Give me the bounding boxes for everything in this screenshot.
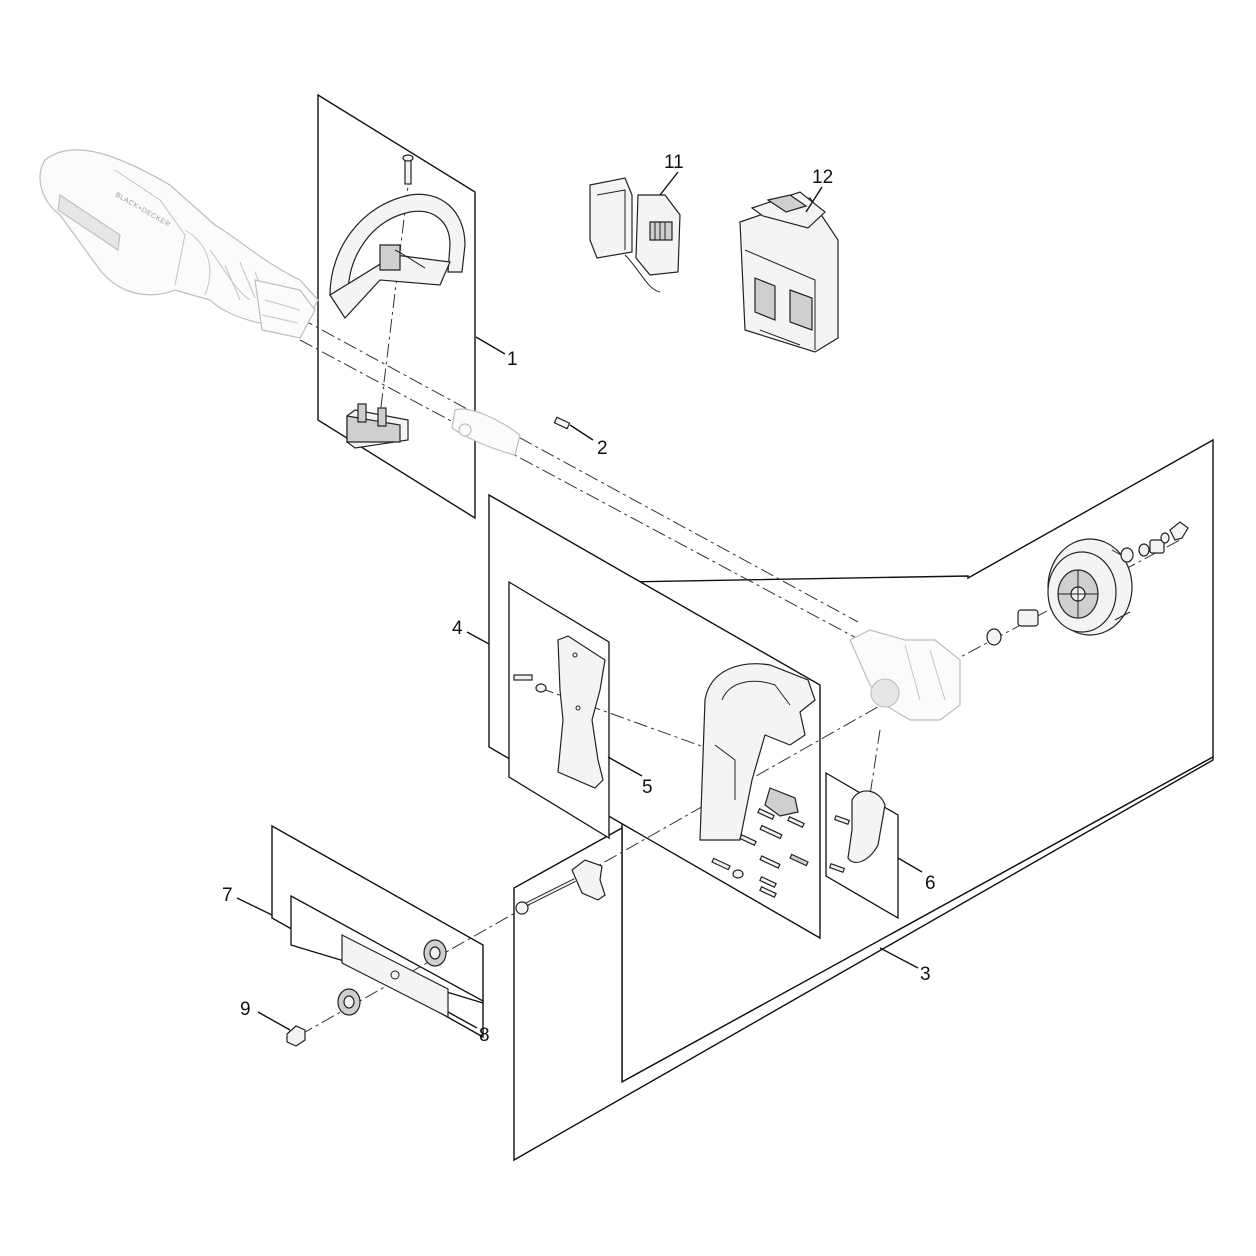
handle-clamp	[346, 403, 409, 449]
guard-screws	[711, 808, 809, 898]
leader-12	[805, 186, 823, 213]
leader-4	[466, 631, 490, 645]
charger	[589, 177, 681, 293]
axis-shaft-2	[299, 317, 859, 623]
handle-screw	[404, 157, 412, 185]
assist-handle	[329, 154, 466, 319]
callout-9: 9	[240, 999, 251, 1020]
axis-shaft-1	[299, 339, 861, 641]
long-bolt	[515, 878, 576, 915]
wheel-hardware	[986, 521, 1189, 646]
screw-2	[553, 416, 571, 430]
callout-2: 2	[597, 438, 608, 459]
callout-11: 11	[664, 152, 684, 173]
leader-8	[447, 1011, 478, 1029]
leader-7	[236, 897, 273, 916]
callout-8: 8	[479, 1025, 490, 1046]
guard-housing	[699, 663, 816, 841]
spacer-washers	[337, 939, 447, 1016]
callout-12: 12	[812, 167, 833, 188]
power-head: BLACK+DECKER	[39, 149, 319, 339]
battery	[739, 191, 839, 353]
callout-5: 5	[642, 777, 653, 798]
blade	[341, 934, 449, 1018]
callout-3: 3	[920, 964, 931, 985]
edger-wheel	[1047, 538, 1133, 636]
callout-7: 7	[222, 885, 233, 906]
leader-9	[257, 1011, 291, 1031]
leader-5	[607, 756, 643, 777]
leader-11	[659, 171, 679, 196]
leader-1	[475, 336, 506, 355]
blade-nut	[286, 1025, 306, 1047]
leader-2	[569, 424, 594, 441]
callout-6: 6	[925, 873, 936, 894]
panel-8	[290, 894, 484, 1004]
shaft-coupler	[451, 408, 521, 456]
lower-cover	[828, 790, 886, 874]
callout-1: 1	[507, 349, 518, 370]
callout-4: 4	[452, 618, 463, 639]
leader-3	[879, 947, 919, 969]
leader-6	[897, 857, 923, 873]
axis-handle	[379, 169, 411, 416]
blade-bracket	[571, 859, 606, 901]
panel-3-lower	[513, 755, 1214, 1162]
guard-plate	[513, 635, 606, 789]
gearbox-head	[849, 629, 961, 721]
